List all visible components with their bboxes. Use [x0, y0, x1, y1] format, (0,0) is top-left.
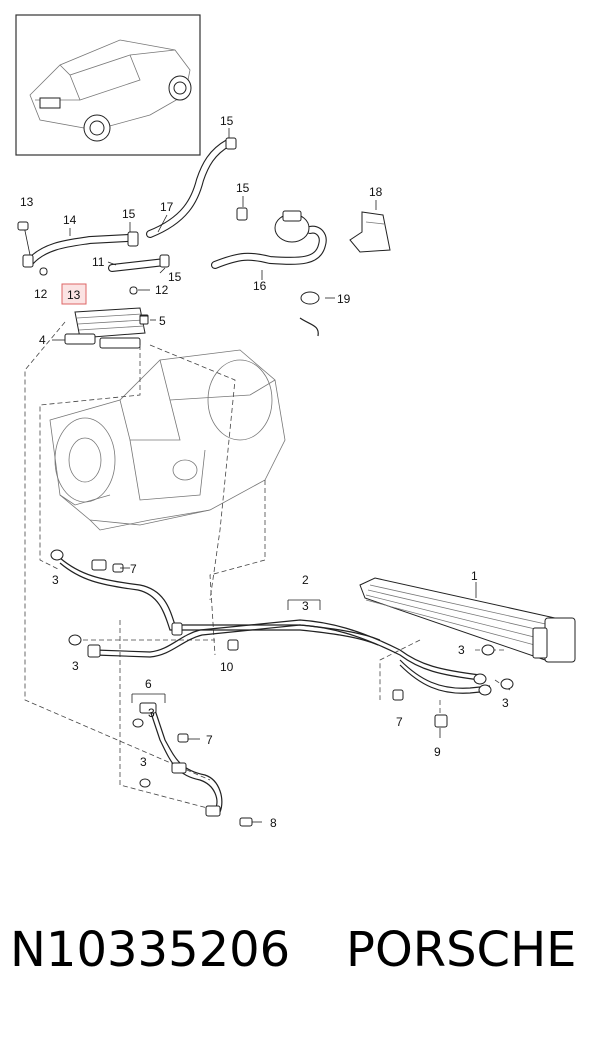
callout-19: 19: [337, 292, 351, 306]
callout-2: 2: [302, 573, 309, 587]
callout-10: 10: [220, 660, 234, 674]
cooler-lines: [59, 557, 491, 817]
vehicle-thumbnail: [15, 14, 201, 156]
callout-13a: 13: [20, 195, 34, 209]
transmission-cooler: [359, 577, 576, 696]
callout-3e: 3: [148, 706, 155, 720]
callout-3a: 3: [302, 599, 309, 613]
parts-diagram: 13 14 15 17 15 15 18 11 15 16 19 12 13 1…: [15, 14, 576, 830]
callout-3f: 3: [140, 755, 147, 769]
callout-18: 18: [369, 185, 383, 199]
callout-12b: 12: [155, 283, 169, 297]
callout-7c: 7: [396, 715, 403, 729]
callout-12a: 12: [34, 287, 48, 301]
callout-13b: 13: [67, 288, 81, 302]
heat-exchanger: [64, 307, 149, 349]
callout-15a: 15: [122, 207, 136, 221]
callout-1: 1: [471, 569, 478, 583]
transmission: [49, 349, 286, 531]
highlighted-callout-box: [61, 283, 87, 305]
callout-16: 16: [253, 279, 267, 293]
part-number: N10335206: [10, 922, 291, 978]
callout-11: 11: [92, 255, 105, 269]
callout-3g: 3: [502, 696, 509, 710]
brand-name: PORSCHE: [346, 922, 577, 978]
callout-3b: 3: [52, 573, 59, 587]
upper-hose-assembly: [22, 137, 391, 337]
callout-15b: 15: [220, 114, 234, 128]
fasteners: [17, 221, 514, 827]
callout-17: 17: [160, 200, 174, 214]
callout-8: 8: [270, 816, 277, 830]
callout-14: 14: [63, 213, 77, 227]
callout-leaders: [52, 128, 477, 823]
callout-7b: 7: [206, 733, 213, 747]
callout-4: 4: [39, 333, 46, 347]
callout-5: 5: [159, 314, 166, 328]
callout-labels: 13 14 15 17 15 15 18 11 15 16 19 12 13 1…: [20, 114, 509, 830]
callout-3c: 3: [72, 659, 79, 673]
callout-7a: 7: [130, 562, 137, 576]
callout-15d: 15: [168, 270, 182, 284]
callout-6: 6: [145, 677, 152, 691]
callout-15c: 15: [236, 181, 250, 195]
callout-9: 9: [434, 745, 441, 759]
callout-3d: 3: [458, 643, 465, 657]
